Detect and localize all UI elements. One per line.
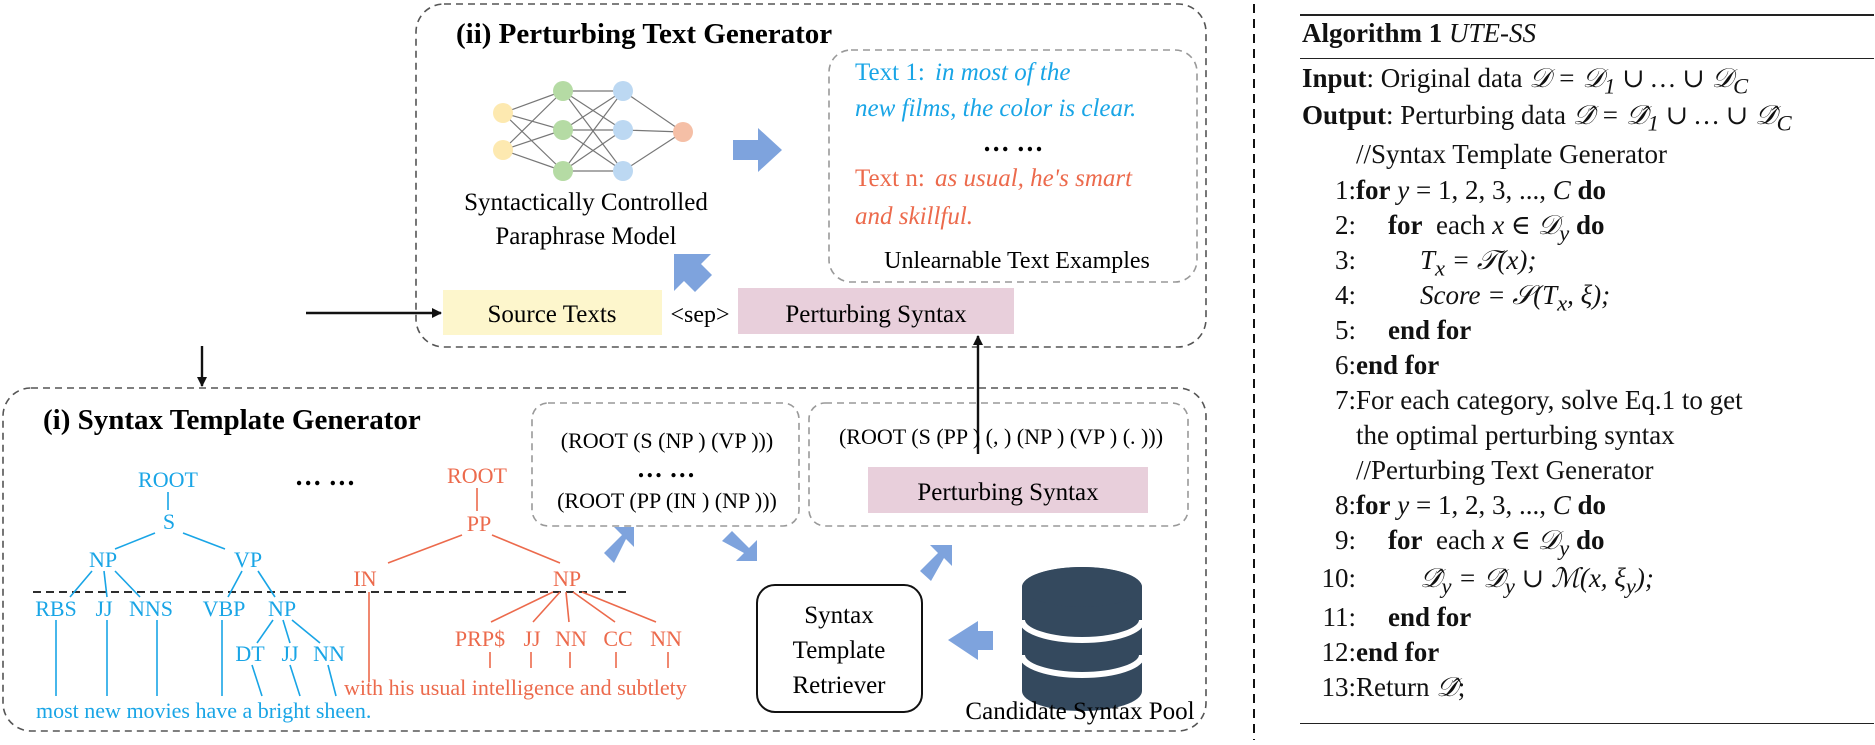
example-text1-line2: new films, the color is clear. — [855, 95, 1136, 122]
examples-ellipsis: … … — [983, 127, 1044, 157]
svg-text:VBP: VBP — [203, 596, 246, 621]
examples-box — [828, 49, 1198, 283]
selected-perturbing-syntax-box — [868, 467, 1148, 513]
svg-text:VP: VP — [234, 547, 262, 572]
svg-text:DT: DT — [235, 641, 265, 666]
generator-title: (ii) Perturbing Text Generator — [456, 18, 832, 50]
parse-tree-1: ROOT S NP VP RBS JJ NNS VBP NP DT JJ NN … — [35, 467, 371, 723]
source-texts-label: Source Texts — [487, 301, 616, 328]
algorithm-bottom-rule — [1300, 723, 1874, 724]
template-line1: (ROOT (S (NP ) (VP ))) — [561, 428, 773, 453]
model-label-line1: Syntactically Controlled — [464, 189, 708, 216]
svg-text:IN: IN — [353, 566, 376, 591]
neural-network-icon — [502, 90, 684, 172]
svg-text:NP: NP — [553, 566, 581, 591]
perturbing-syntax-box — [738, 288, 1014, 334]
svg-text:NP: NP — [89, 547, 117, 572]
selected-perturbing-syntax-label: Perturbing Syntax — [917, 479, 1099, 506]
algorithm-comment-2: //Perturbing Text Generator — [1356, 455, 1654, 485]
svg-text:ROOT: ROOT — [138, 467, 198, 492]
perturbing-syntax-label: Perturbing Syntax — [785, 301, 967, 328]
svg-text:most new movies have a bright: most new movies have a bright sheen. — [36, 698, 371, 723]
trees-ellipsis: … … — [295, 461, 356, 491]
svg-text:S: S — [163, 509, 175, 534]
trees-to-templates-arrow — [604, 527, 634, 563]
sep-token: <sep> — [670, 302, 729, 328]
pipeline-diagram: (ii) Perturbing Text Generator Syntactic… — [2, 3, 1255, 740]
examples-caption: Unlearnable Text Examples — [884, 248, 1150, 274]
model-to-examples-arrow — [733, 128, 782, 172]
retriever-to-selected-arrow — [920, 545, 952, 581]
retriever-label-line1: Syntax — [804, 602, 874, 629]
svg-text:NN: NN — [313, 641, 345, 666]
algorithm-output: Output: Perturbing data 𝒟̂ = 𝒟̂1 ∪ … ∪ 𝒟… — [1302, 100, 1792, 136]
algorithm-caption-rule — [1300, 58, 1874, 59]
svg-text:NP: NP — [268, 596, 296, 621]
templates-ellipsis: … … — [637, 454, 696, 483]
generator-panel — [415, 3, 1207, 348]
templates-box — [531, 402, 800, 527]
svg-text:NNS: NNS — [129, 596, 173, 621]
pool-to-retriever-arrow — [948, 621, 993, 660]
svg-text:JJ: JJ — [95, 596, 113, 621]
retriever-box — [756, 584, 923, 713]
svg-text:NN: NN — [555, 626, 587, 651]
template-line2: (ROOT (PP (IN ) (NP ))) — [557, 488, 777, 513]
model-label-line2: Paraphrase Model — [495, 223, 676, 250]
retriever-label-line2: Template — [793, 637, 886, 664]
algorithm-top-rule — [1300, 14, 1874, 16]
algorithm-comment-1: //Syntax Template Generator — [1356, 139, 1668, 169]
algorithm-caption: Algorithm 1 UTE-SS — [1302, 18, 1536, 48]
svg-text:CC: CC — [603, 626, 632, 651]
algorithm-box: Algorithm 1 UTE-SS Input: Original data … — [1300, 14, 1874, 726]
svg-text:JJ: JJ — [281, 641, 299, 666]
inputs-to-model-arrow — [674, 254, 712, 292]
network-nodes — [493, 81, 693, 181]
selected-syntax-line: (ROOT (S (PP ) (, ) (NP ) (VP ) (. ))) — [839, 424, 1163, 449]
algorithm-input: Input: Original data 𝒟 = 𝒟1 ∪ … ∪ 𝒟C — [1302, 63, 1749, 99]
svg-text:PP: PP — [467, 511, 491, 536]
svg-text:with his usual intelligence an: with his usual intelligence and subtlety — [344, 675, 687, 700]
selected-syntax-box — [808, 402, 1189, 527]
candidate-pool-label: Candidate Syntax Pool — [965, 698, 1194, 725]
svg-text:RBS: RBS — [35, 596, 77, 621]
example-text1: Text 1: in most of the — [855, 59, 1070, 86]
algorithm-line-7-cont: the optimal perturbing syntax — [1356, 420, 1675, 450]
svg-text:NN: NN — [650, 626, 682, 651]
example-textn-line2: and skillful. — [855, 203, 973, 230]
source-texts-box — [443, 290, 662, 335]
parse-tree-2: ROOT PP IN NP PRP$ JJ NN CC NN with his … — [344, 463, 687, 700]
database-icon — [1019, 567, 1145, 711]
retriever-label-line3: Retriever — [792, 672, 886, 699]
svg-text:ROOT: ROOT — [447, 463, 507, 488]
example-textn: Text n: as usual, he's smart — [855, 165, 1133, 192]
svg-text:JJ: JJ — [523, 626, 541, 651]
templates-to-retriever-arrow — [722, 531, 757, 561]
template-generator-panel — [2, 387, 1207, 732]
template-generator-title: (i) Syntax Template Generator — [43, 404, 421, 436]
svg-text:PRP$: PRP$ — [455, 626, 505, 651]
